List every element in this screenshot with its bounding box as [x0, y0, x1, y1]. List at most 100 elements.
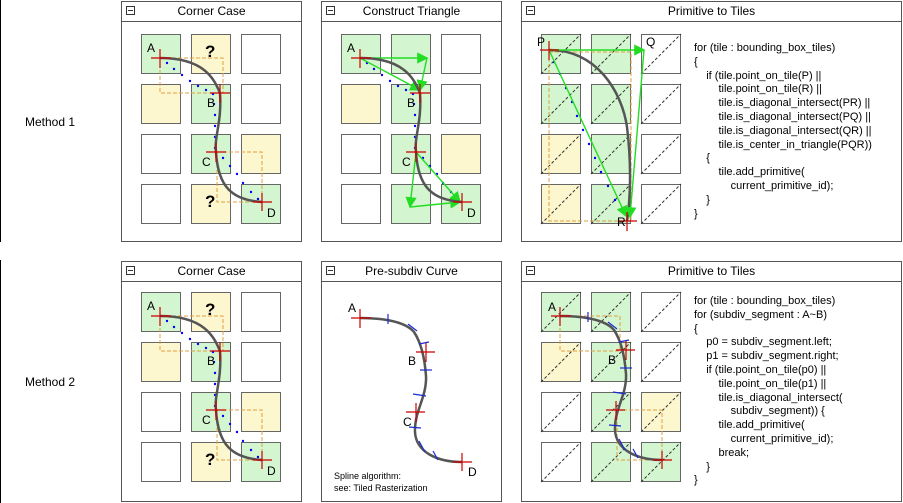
minimize-icon[interactable]	[326, 6, 335, 15]
panel-title-text: Corner Case	[177, 4, 246, 18]
method-1-label: Method 1	[25, 115, 76, 129]
tile	[191, 292, 231, 332]
tile	[441, 134, 481, 174]
m2-corner-case-title: Corner Case	[122, 262, 301, 282]
minimize-icon[interactable]	[126, 6, 135, 15]
subdiv-ticks	[387, 314, 439, 461]
m2-primitive-to-tiles-title: Primitive to Tiles	[522, 262, 901, 282]
minimize-icon[interactable]	[526, 6, 535, 15]
row-1-separator	[0, 0, 1, 242]
polyline-dots	[165, 319, 260, 459]
tile	[341, 184, 381, 224]
point-label-a: A	[347, 41, 356, 55]
point-label-c: C	[402, 155, 411, 169]
control-point-crosses	[351, 49, 472, 211]
question-mark: ?	[205, 450, 216, 469]
point-label-q: Q	[646, 35, 656, 49]
tile	[141, 84, 181, 124]
m1-primitive-diagram	[540, 33, 682, 231]
tile	[191, 184, 231, 224]
tile	[341, 84, 381, 124]
m1-primitive-to-tiles-panel: Primitive to Tiles	[521, 1, 902, 242]
point-label-c: C	[202, 413, 211, 427]
control-point-crosses	[151, 49, 272, 211]
construct-triangle-title: Construct Triangle	[322, 2, 501, 22]
tile	[141, 184, 181, 224]
tile	[191, 442, 231, 482]
point-label-a: A	[147, 299, 156, 313]
question-mark: ?	[205, 42, 216, 61]
minimize-icon[interactable]	[126, 266, 135, 275]
panel-title-text: Corner Case	[177, 264, 246, 278]
control-point-crosses	[151, 307, 272, 469]
point-label-d: D	[267, 464, 276, 478]
curve-path	[548, 48, 632, 222]
method-2-label: Method 2	[25, 375, 76, 389]
curve-path	[559, 314, 663, 462]
curve-path	[359, 56, 463, 204]
minimize-icon[interactable]	[526, 266, 535, 275]
point-label-a: A	[548, 300, 557, 314]
tile	[191, 342, 231, 382]
tile	[191, 34, 231, 74]
tile	[241, 134, 281, 174]
point-label-d: D	[267, 206, 276, 220]
subdiv-ticks	[587, 312, 639, 459]
spline-algorithm-note: Spline algorithm: see: Tiled Rasterizati…	[334, 471, 428, 493]
bounding-box-overlay	[159, 57, 263, 203]
point-label-b: B	[608, 353, 617, 367]
tile	[141, 134, 181, 174]
tile	[241, 84, 281, 124]
pre-subdiv-curve-diagram	[351, 309, 472, 471]
tile	[441, 84, 481, 124]
pre-subdiv-curve-title: Pre-subdiv Curve	[322, 262, 501, 282]
tile	[391, 134, 431, 174]
tile	[641, 84, 681, 124]
tile	[391, 34, 431, 74]
m2-primitive-to-tiles-panel: Primitive to Tiles	[521, 261, 902, 502]
m1-primitive-to-tiles-title: Primitive to Tiles	[522, 2, 901, 22]
point-label-d: D	[468, 465, 477, 479]
polyline-dots	[165, 61, 260, 201]
tile	[341, 134, 381, 174]
point-label-p: P	[537, 35, 546, 49]
tile	[241, 34, 281, 74]
tile	[141, 292, 181, 332]
tile	[241, 442, 281, 482]
triangle-arrows	[359, 52, 462, 209]
question-mark: ?	[205, 192, 216, 211]
tile	[241, 392, 281, 432]
point-label-b: B	[207, 354, 216, 368]
bounding-box-overlay	[548, 51, 632, 222]
m1-corner-case-panel: Corner Case ? ? A B C D	[121, 1, 302, 242]
panel-title-text: Pre-subdiv Curve	[365, 264, 458, 278]
control-point-crosses	[540, 41, 637, 231]
minimize-icon[interactable]	[326, 266, 335, 275]
point-label-b: B	[407, 96, 416, 110]
control-point-crosses	[351, 309, 472, 471]
m2-corner-curve-diagram	[151, 307, 272, 469]
m1-corner-case-title: Corner Case	[122, 2, 301, 22]
bounding-box-overlay	[159, 315, 263, 461]
point-label-c: C	[202, 155, 211, 169]
tile	[141, 342, 181, 382]
point-label-b: B	[408, 354, 417, 368]
m2-pseudocode: for (tile : bounding_box_tiles) for (sub…	[694, 295, 843, 487]
m1-corner-curve-diagram	[151, 49, 272, 211]
m1-pseudocode: for (tile : bounding_box_tiles) { if (ti…	[694, 42, 872, 220]
tile	[541, 184, 581, 224]
question-mark: ?	[205, 300, 216, 319]
tile	[141, 392, 181, 432]
curve-path	[159, 314, 263, 462]
tile	[191, 84, 231, 124]
point-label-a: A	[348, 301, 357, 315]
tile-diagonals	[540, 291, 682, 483]
control-point-crosses	[551, 307, 672, 469]
bounding-box-overlay	[559, 315, 663, 461]
tile	[241, 184, 281, 224]
point-label-d: D	[467, 206, 476, 220]
tile	[141, 34, 181, 74]
m2-primitive-diagram	[540, 291, 682, 483]
tile	[341, 34, 381, 74]
triangle-arrows	[548, 44, 646, 219]
